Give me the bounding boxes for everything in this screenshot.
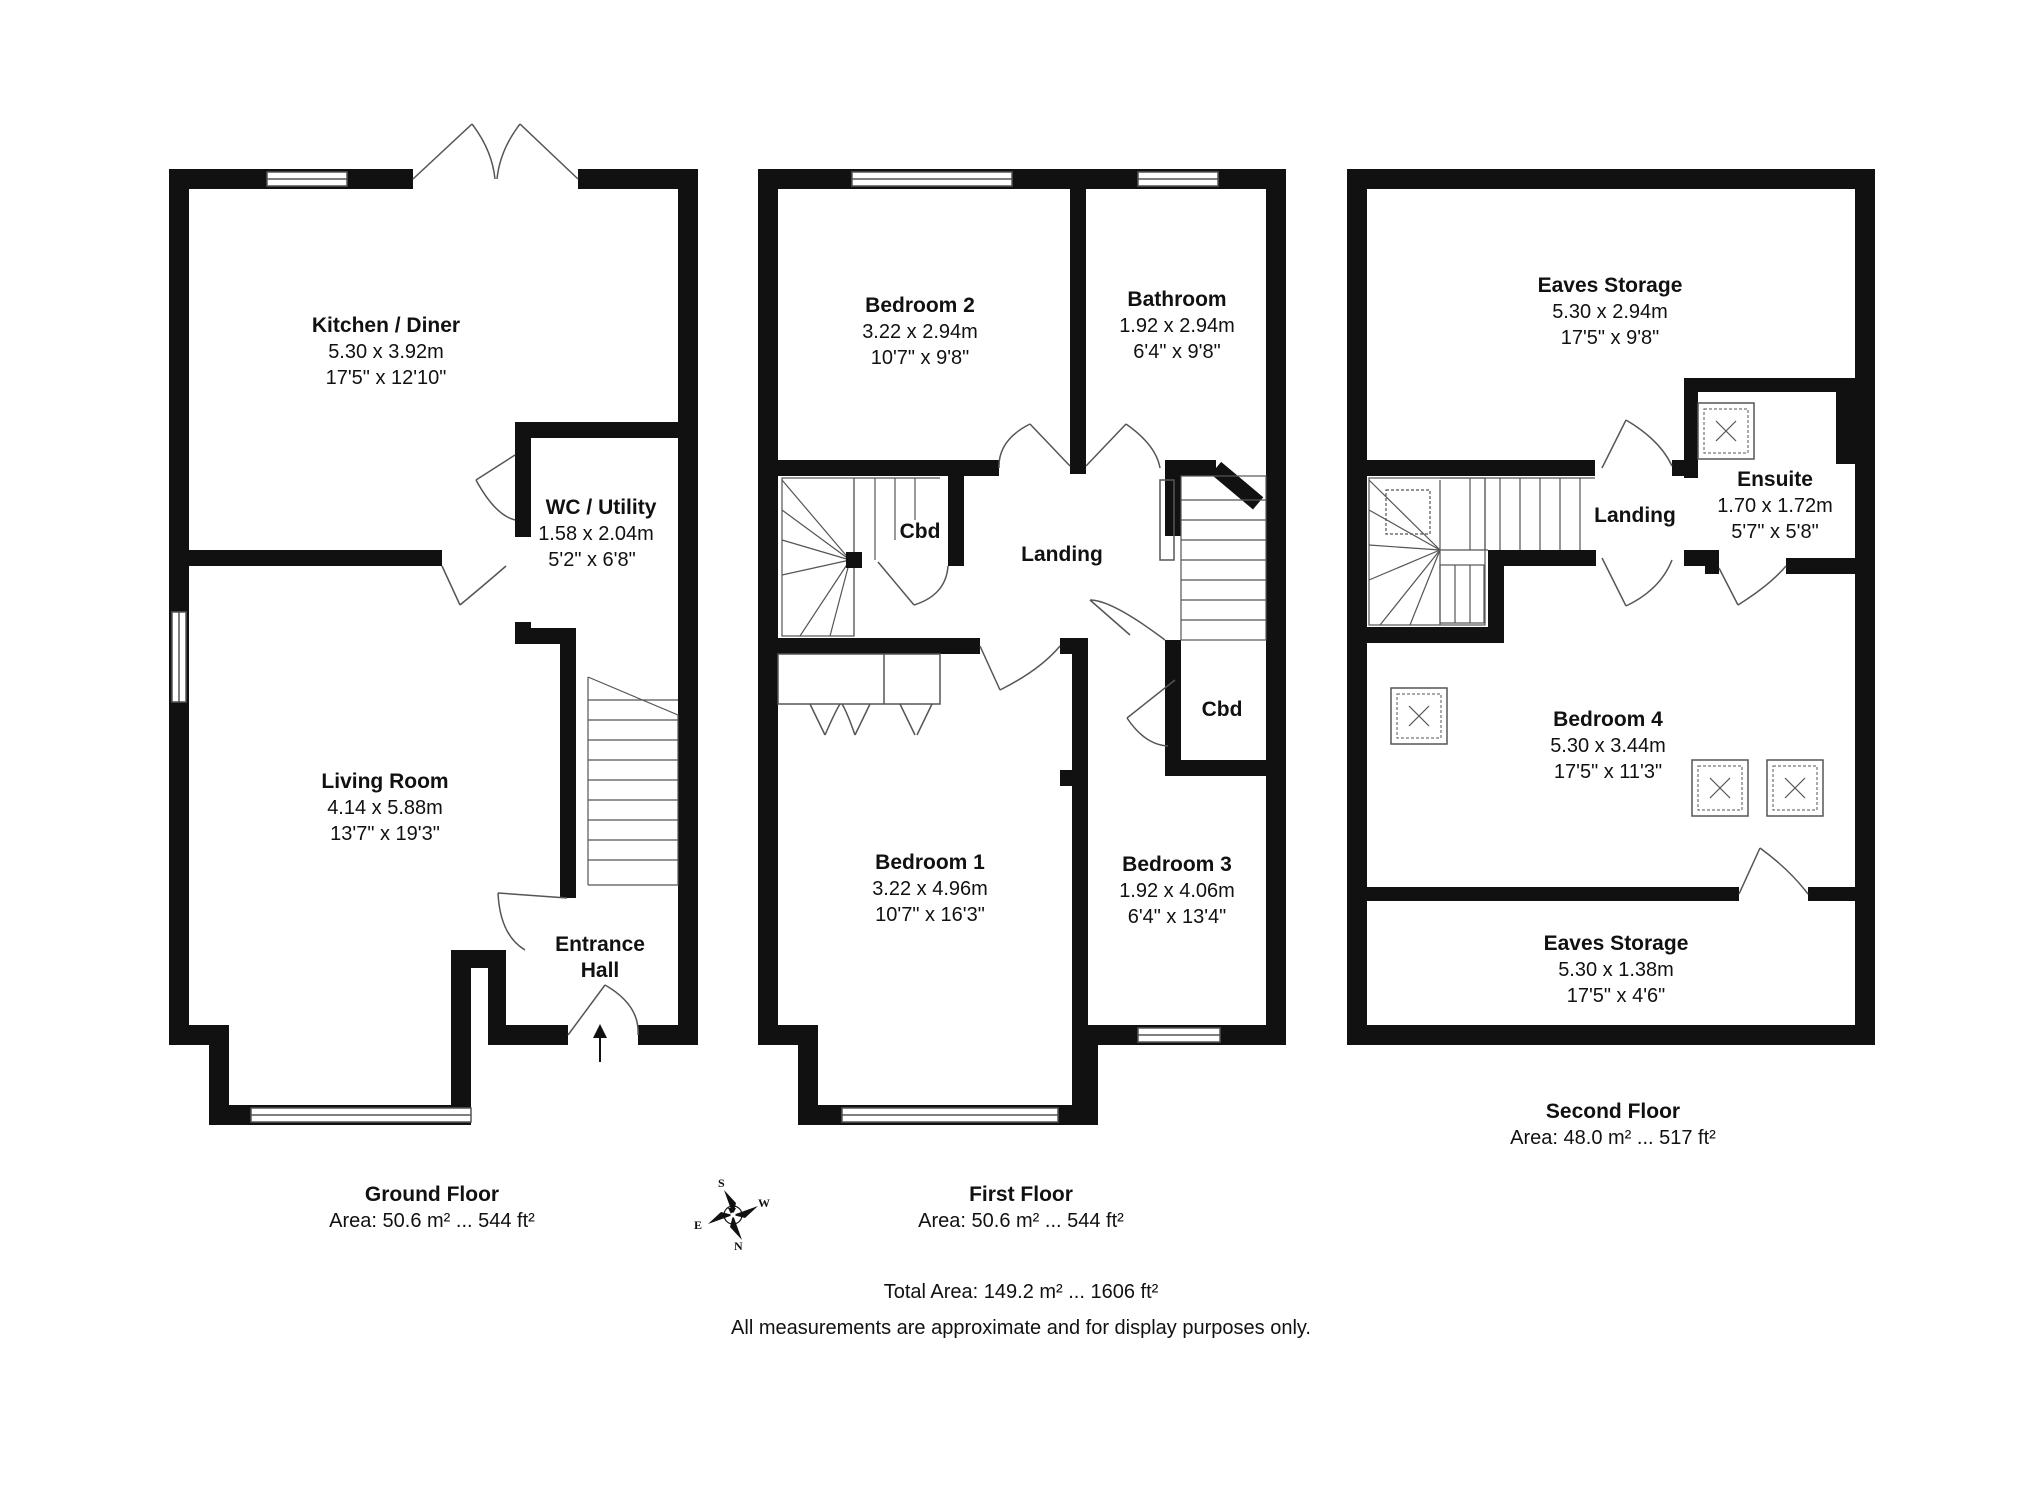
wc-utility-imperial: 5'2" x 6'8" bbox=[548, 549, 635, 571]
first-floor-title: First Floor bbox=[969, 1183, 1073, 1206]
compass-e: E bbox=[694, 1218, 702, 1232]
skylight-icon bbox=[1697, 402, 1755, 460]
bedroom-1-imperial: 10'7" x 16'3" bbox=[875, 904, 985, 926]
ground-floor-area: Area: 50.6 m² ... 544 ft² bbox=[329, 1210, 535, 1232]
ensuite-imperial: 5'7" x 5'8" bbox=[1731, 521, 1818, 543]
wc-utility-name: WC / Utility bbox=[546, 496, 657, 519]
eaves-storage-2-metric: 5.30 x 1.38m bbox=[1558, 959, 1674, 981]
skylight-icon bbox=[1766, 759, 1824, 817]
bedroom-4-metric: 5.30 x 3.44m bbox=[1550, 735, 1666, 757]
living-room-name: Living Room bbox=[321, 770, 448, 793]
eaves-storage-2-imperial: 17'5" x 4'6" bbox=[1567, 985, 1666, 1007]
ground-floor-labels: Kitchen / Diner 5.30 x 3.92m 17'5" x 12'… bbox=[312, 314, 657, 1232]
first-floor-labels: Bedroom 2 3.22 x 2.94m 10'7" x 9'8" Bath… bbox=[862, 288, 1242, 1232]
bathroom-name: Bathroom bbox=[1127, 288, 1226, 311]
bedroom-3-imperial: 6'4" x 13'4" bbox=[1128, 906, 1227, 928]
ground-floor-plan: Kitchen / Diner 5.30 x 3.92m 17'5" x 12'… bbox=[169, 123, 698, 1232]
bathroom-metric: 1.92 x 2.94m bbox=[1119, 315, 1235, 337]
wc-utility-metric: 1.58 x 2.04m bbox=[538, 523, 654, 545]
first-floor-walls bbox=[758, 169, 1286, 1125]
bedroom-4-name: Bedroom 4 bbox=[1553, 708, 1663, 731]
compass-icon: S W E N bbox=[694, 1176, 770, 1253]
entrance-hall-name-line2: Hall bbox=[581, 959, 620, 982]
ensuite-name: Ensuite bbox=[1737, 468, 1813, 491]
kitchen-diner-metric: 5.30 x 3.92m bbox=[328, 341, 444, 363]
entrance-arrow-icon bbox=[593, 1024, 607, 1062]
bedroom-2-name: Bedroom 2 bbox=[865, 294, 975, 317]
second-landing-name: Landing bbox=[1594, 504, 1676, 527]
ground-floor-windows-doors bbox=[171, 123, 639, 1123]
bedroom-1-metric: 3.22 x 4.96m bbox=[872, 878, 988, 900]
ground-floor-stairs bbox=[587, 676, 679, 886]
bedroom-1-name: Bedroom 1 bbox=[875, 851, 985, 874]
first-floor-stairs bbox=[781, 475, 1267, 641]
living-room-metric: 4.14 x 5.88m bbox=[327, 797, 443, 819]
disclaimer: All measurements are approximate and for… bbox=[731, 1317, 1311, 1339]
eaves-storage-1-imperial: 17'5" x 9'8" bbox=[1561, 327, 1660, 349]
kitchen-diner-name: Kitchen / Diner bbox=[312, 314, 460, 337]
bathroom-imperial: 6'4" x 9'8" bbox=[1133, 341, 1220, 363]
bedroom-4-imperial: 17'5" x 11'3" bbox=[1554, 761, 1662, 783]
second-floor-area: Area: 48.0 m² ... 517 ft² bbox=[1510, 1127, 1716, 1149]
footer: Total Area: 149.2 m² ... 1606 ft² All me… bbox=[731, 1281, 1311, 1339]
compass-n: N bbox=[734, 1239, 743, 1253]
bedroom-2-imperial: 10'7" x 9'8" bbox=[871, 347, 970, 369]
eaves-storage-1-metric: 5.30 x 2.94m bbox=[1552, 301, 1668, 323]
total-area: Total Area: 149.2 m² ... 1606 ft² bbox=[884, 1281, 1159, 1303]
second-floor-doors bbox=[1601, 419, 1809, 895]
first-floor-plan: Bedroom 2 3.22 x 2.94m 10'7" x 9'8" Bath… bbox=[758, 169, 1286, 1232]
bedroom-2-metric: 3.22 x 2.94m bbox=[862, 321, 978, 343]
ground-floor-title: Ground Floor bbox=[365, 1183, 499, 1206]
ensuite-metric: 1.70 x 1.72m bbox=[1717, 495, 1833, 517]
second-floor-plan: Eaves Storage 5.30 x 2.94m 17'5" x 9'8" … bbox=[1347, 169, 1875, 1149]
bedroom-3-name: Bedroom 3 bbox=[1122, 853, 1232, 876]
kitchen-diner-imperial: 17'5" x 12'10" bbox=[326, 367, 447, 389]
cupboard-1-name: Cbd bbox=[900, 520, 941, 543]
second-floor-title: Second Floor bbox=[1546, 1100, 1680, 1123]
second-floor-walls bbox=[1347, 169, 1875, 1045]
skylight-icon bbox=[1390, 687, 1448, 745]
entrance-hall-name-line1: Entrance bbox=[555, 933, 645, 956]
first-floor-windows-doors bbox=[777, 171, 1221, 1123]
cupboard-2-name: Cbd bbox=[1202, 698, 1243, 721]
living-room-imperial: 13'7" x 19'3" bbox=[330, 823, 440, 845]
compass-w: W bbox=[758, 1196, 770, 1210]
bedroom-3-metric: 1.92 x 4.06m bbox=[1119, 880, 1235, 902]
skylight-icon bbox=[1691, 759, 1749, 817]
second-floor-stairs bbox=[1368, 477, 1595, 626]
eaves-storage-1-name: Eaves Storage bbox=[1538, 274, 1683, 297]
first-floor-area: Area: 50.6 m² ... 544 ft² bbox=[918, 1210, 1124, 1232]
eaves-storage-2-name: Eaves Storage bbox=[1544, 932, 1689, 955]
compass-s: S bbox=[718, 1176, 725, 1190]
second-floor-labels: Eaves Storage 5.30 x 2.94m 17'5" x 9'8" … bbox=[1510, 274, 1833, 1149]
first-landing-name: Landing bbox=[1021, 543, 1103, 566]
